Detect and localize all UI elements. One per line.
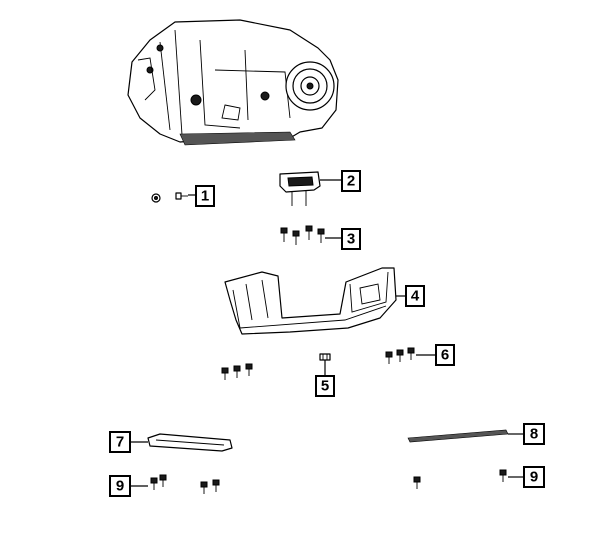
- callout-7: 7: [109, 431, 131, 453]
- callout-4: 4: [405, 285, 425, 307]
- callout-9-left: 9: [109, 475, 131, 497]
- svg-text:9: 9: [116, 478, 124, 495]
- callout-1: 1: [195, 185, 215, 207]
- svg-text:5: 5: [321, 378, 329, 395]
- part-8-strip: [407, 429, 509, 443]
- svg-text:8: 8: [530, 426, 538, 443]
- svg-text:2: 2: [347, 173, 355, 190]
- part-6-bolts: [221, 347, 415, 380]
- svg-text:3: 3: [347, 231, 355, 248]
- svg-text:4: 4: [411, 288, 420, 305]
- part-9-bolts-right: [413, 469, 507, 489]
- callout-9-right: 9: [523, 466, 545, 488]
- part-7-bracket: [147, 433, 233, 452]
- part-5-clip: [319, 353, 331, 361]
- part-4-crossmember: [224, 267, 397, 335]
- svg-text:1: 1: [201, 188, 209, 205]
- part-3-bolts: [280, 225, 325, 245]
- svg-text:6: 6: [441, 347, 449, 364]
- part-9-bolts-left: [150, 474, 220, 494]
- callout-8: 8: [523, 423, 545, 445]
- callout-3: 3: [341, 228, 361, 250]
- callout-6: 6: [435, 344, 455, 366]
- transmission-illustration: [127, 19, 339, 146]
- svg-text:7: 7: [116, 434, 124, 451]
- callout-5: 5: [315, 375, 335, 397]
- callout-2: 2: [341, 170, 361, 192]
- part-1-fasteners: [151, 192, 188, 203]
- svg-text:9: 9: [530, 469, 538, 486]
- part-2-mount: [279, 171, 321, 206]
